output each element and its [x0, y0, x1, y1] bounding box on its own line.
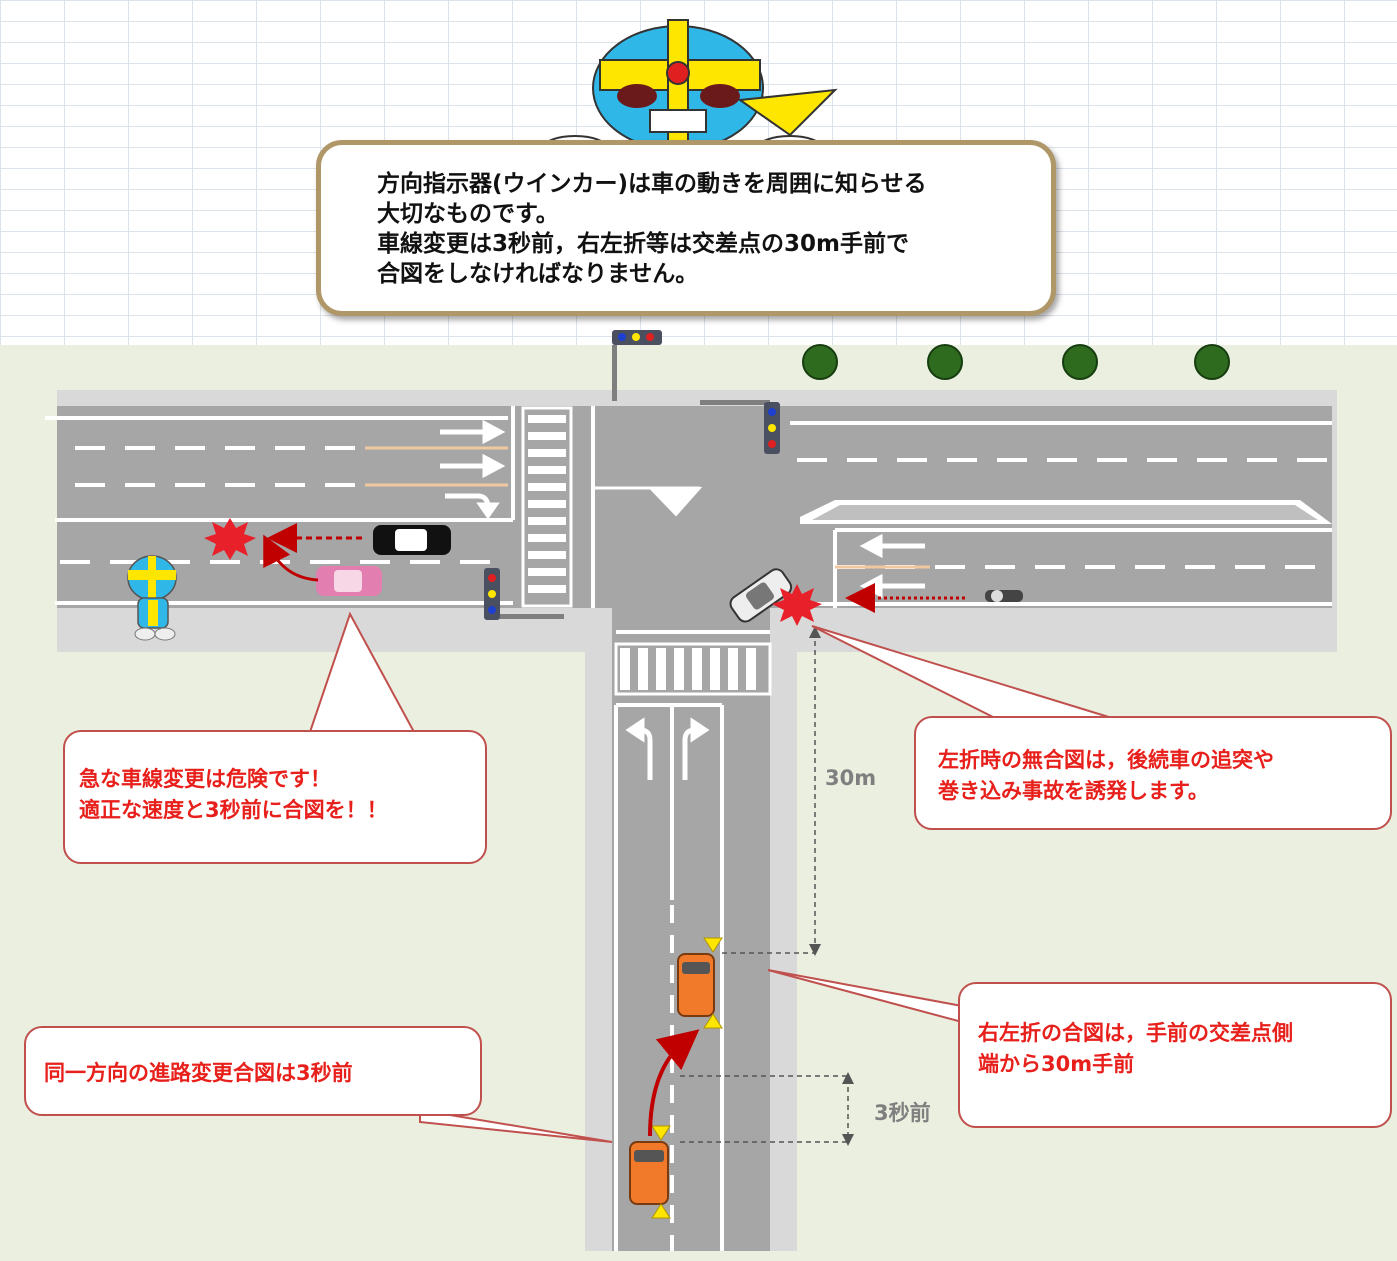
white-turning-car	[729, 568, 793, 623]
callout-same-direction: 同一方向の進路変更合図は3秒前	[24, 1026, 482, 1116]
traffic-light-top	[612, 330, 662, 401]
dimension-30m-label: 30m	[825, 766, 877, 790]
crash-burst-right	[772, 584, 822, 626]
callout-left-turn-line-2: 巻き込み事故を誘発します。	[938, 779, 1209, 803]
pink-car	[316, 566, 382, 596]
motorcycle	[985, 590, 1023, 602]
traffic-light-left	[484, 568, 564, 620]
trees	[802, 344, 1230, 380]
callout-lane-change: 急な車線変更は危険です！ 適正な速度と3秒前に合図を！！	[63, 730, 487, 864]
traffic-light-right	[700, 400, 780, 454]
callout-left-turn-line-1: 左折時の無合図は，後続車の追突や	[938, 748, 1274, 772]
crash-burst-left	[204, 518, 256, 560]
orange-car-front	[677, 953, 715, 1017]
dimension-3sec-label: 3秒前	[874, 1101, 931, 1125]
intro-line-3: 車線変更は3秒前，右左折等は交差点の30m手前で	[377, 231, 909, 257]
turn-signal-indicators	[651, 937, 723, 1219]
crosswalk-west	[521, 406, 573, 608]
intro-line-1: 方向指示器(ウインカー)は車の動きを周囲に知らせる	[377, 171, 927, 197]
callout-turn-signal-line-2: 端から30m手前	[978, 1052, 1135, 1076]
hatched-zones	[647, 487, 1332, 524]
callout-lane-change-line-2: 適正な速度と3秒前に合図を！！	[79, 798, 388, 822]
callout-turn-signal: 右左折の合図は，手前の交差点側 端から30m手前	[958, 982, 1392, 1128]
crosswalk-south	[614, 642, 772, 696]
callout-left-turn: 左折時の無合図は，後続車の追突や 巻き込み事故を誘発します。	[914, 716, 1392, 830]
callout-turn-signal-line-1: 右左折の合図は，手前の交差点側	[978, 1021, 1293, 1045]
motion-arrows	[263, 523, 965, 1137]
mascot-figure	[127, 555, 177, 641]
black-car	[373, 525, 451, 555]
dimension-30m	[722, 626, 821, 956]
orange-car-rear	[629, 1141, 669, 1205]
intro-message-box: 方向指示器(ウインカー)は車の動きを周囲に知らせる 大切なものです。 車線変更は…	[316, 140, 1056, 316]
lane-markings	[45, 406, 1332, 1251]
dimension-3sec	[680, 1072, 854, 1146]
callout-lane-change-line-1: 急な車線変更は危険です！	[79, 767, 331, 791]
intro-line-4: 合図をしなければなりません。	[377, 261, 699, 287]
callout-same-direction-line-1: 同一方向の進路変更合図は3秒前	[44, 1061, 353, 1085]
intro-line-2: 大切なものです。	[377, 201, 559, 227]
mascot-head	[542, 19, 838, 161]
